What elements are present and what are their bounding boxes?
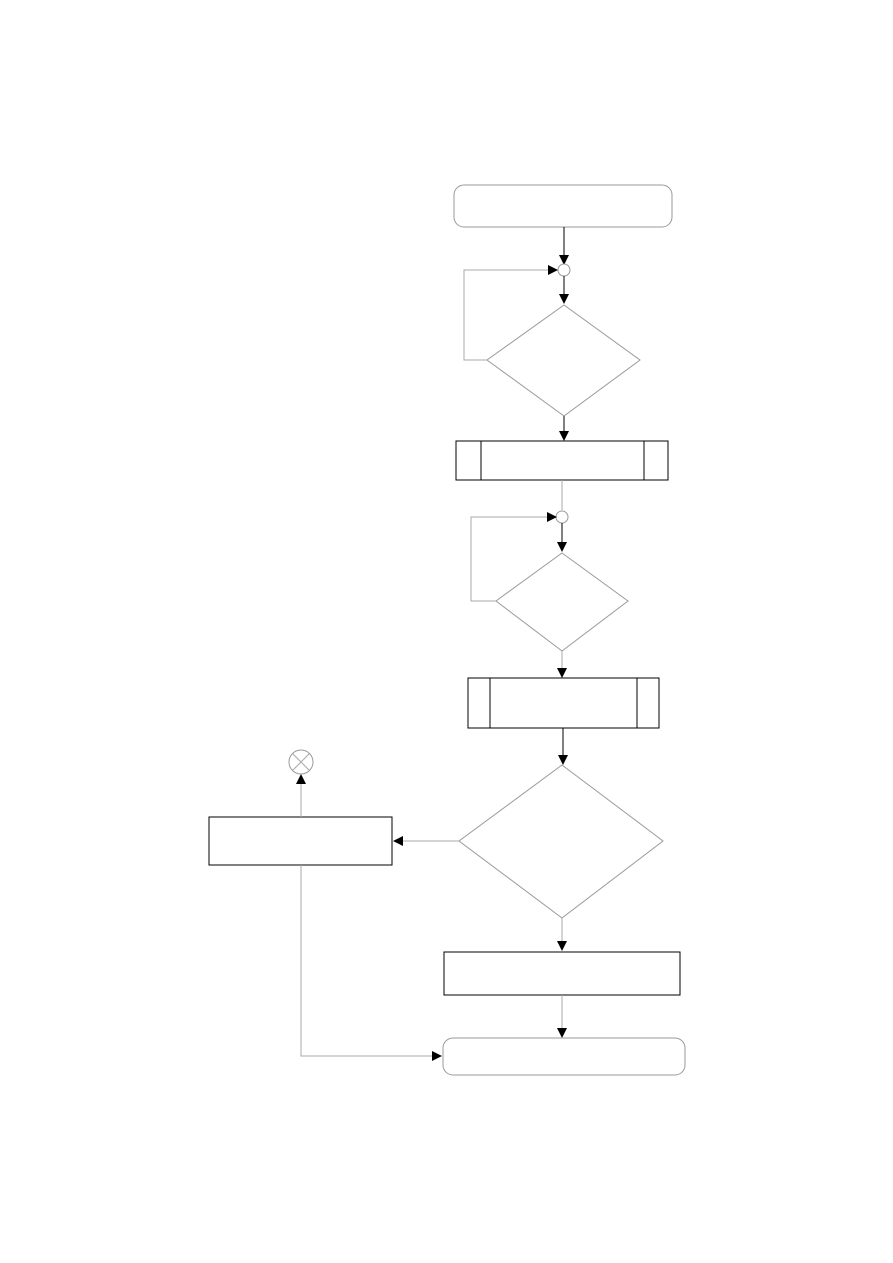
edge-connector-1-to-decision-1 [559, 276, 569, 304]
edge-decision-2-loop-back [470, 512, 557, 602]
edge-decision-2-to-process-2 [557, 651, 567, 678]
stop-symbol [288, 749, 314, 775]
edge-connector-2-to-decision-2 [557, 523, 567, 552]
edge-process-3-to-end [557, 995, 567, 1038]
process-4 [208, 816, 393, 866]
process-3 [443, 951, 681, 996]
decision-1 [486, 304, 641, 417]
connector-1 [557, 263, 571, 277]
end-terminator [442, 1037, 686, 1076]
edge-decision-3-to-process-4 [393, 836, 459, 846]
edge-process-2-to-decision-3 [558, 728, 568, 765]
connector-2 [555, 510, 569, 524]
edge-start-to-connector-1 [559, 227, 569, 265]
edge-process-4-to-stop [296, 774, 306, 817]
decision-3 [458, 764, 664, 919]
start-terminator [453, 184, 673, 228]
edge-decision-1-to-process-1 [559, 416, 569, 441]
decision-2 [495, 552, 629, 652]
edge-process-4-to-end [300, 865, 442, 1061]
edge-decision-1-loop-back [463, 265, 558, 361]
edge-decision-3-to-process-3 [557, 918, 567, 951]
predefined-process-1 [455, 440, 669, 481]
predefined-process-2 [467, 677, 660, 729]
